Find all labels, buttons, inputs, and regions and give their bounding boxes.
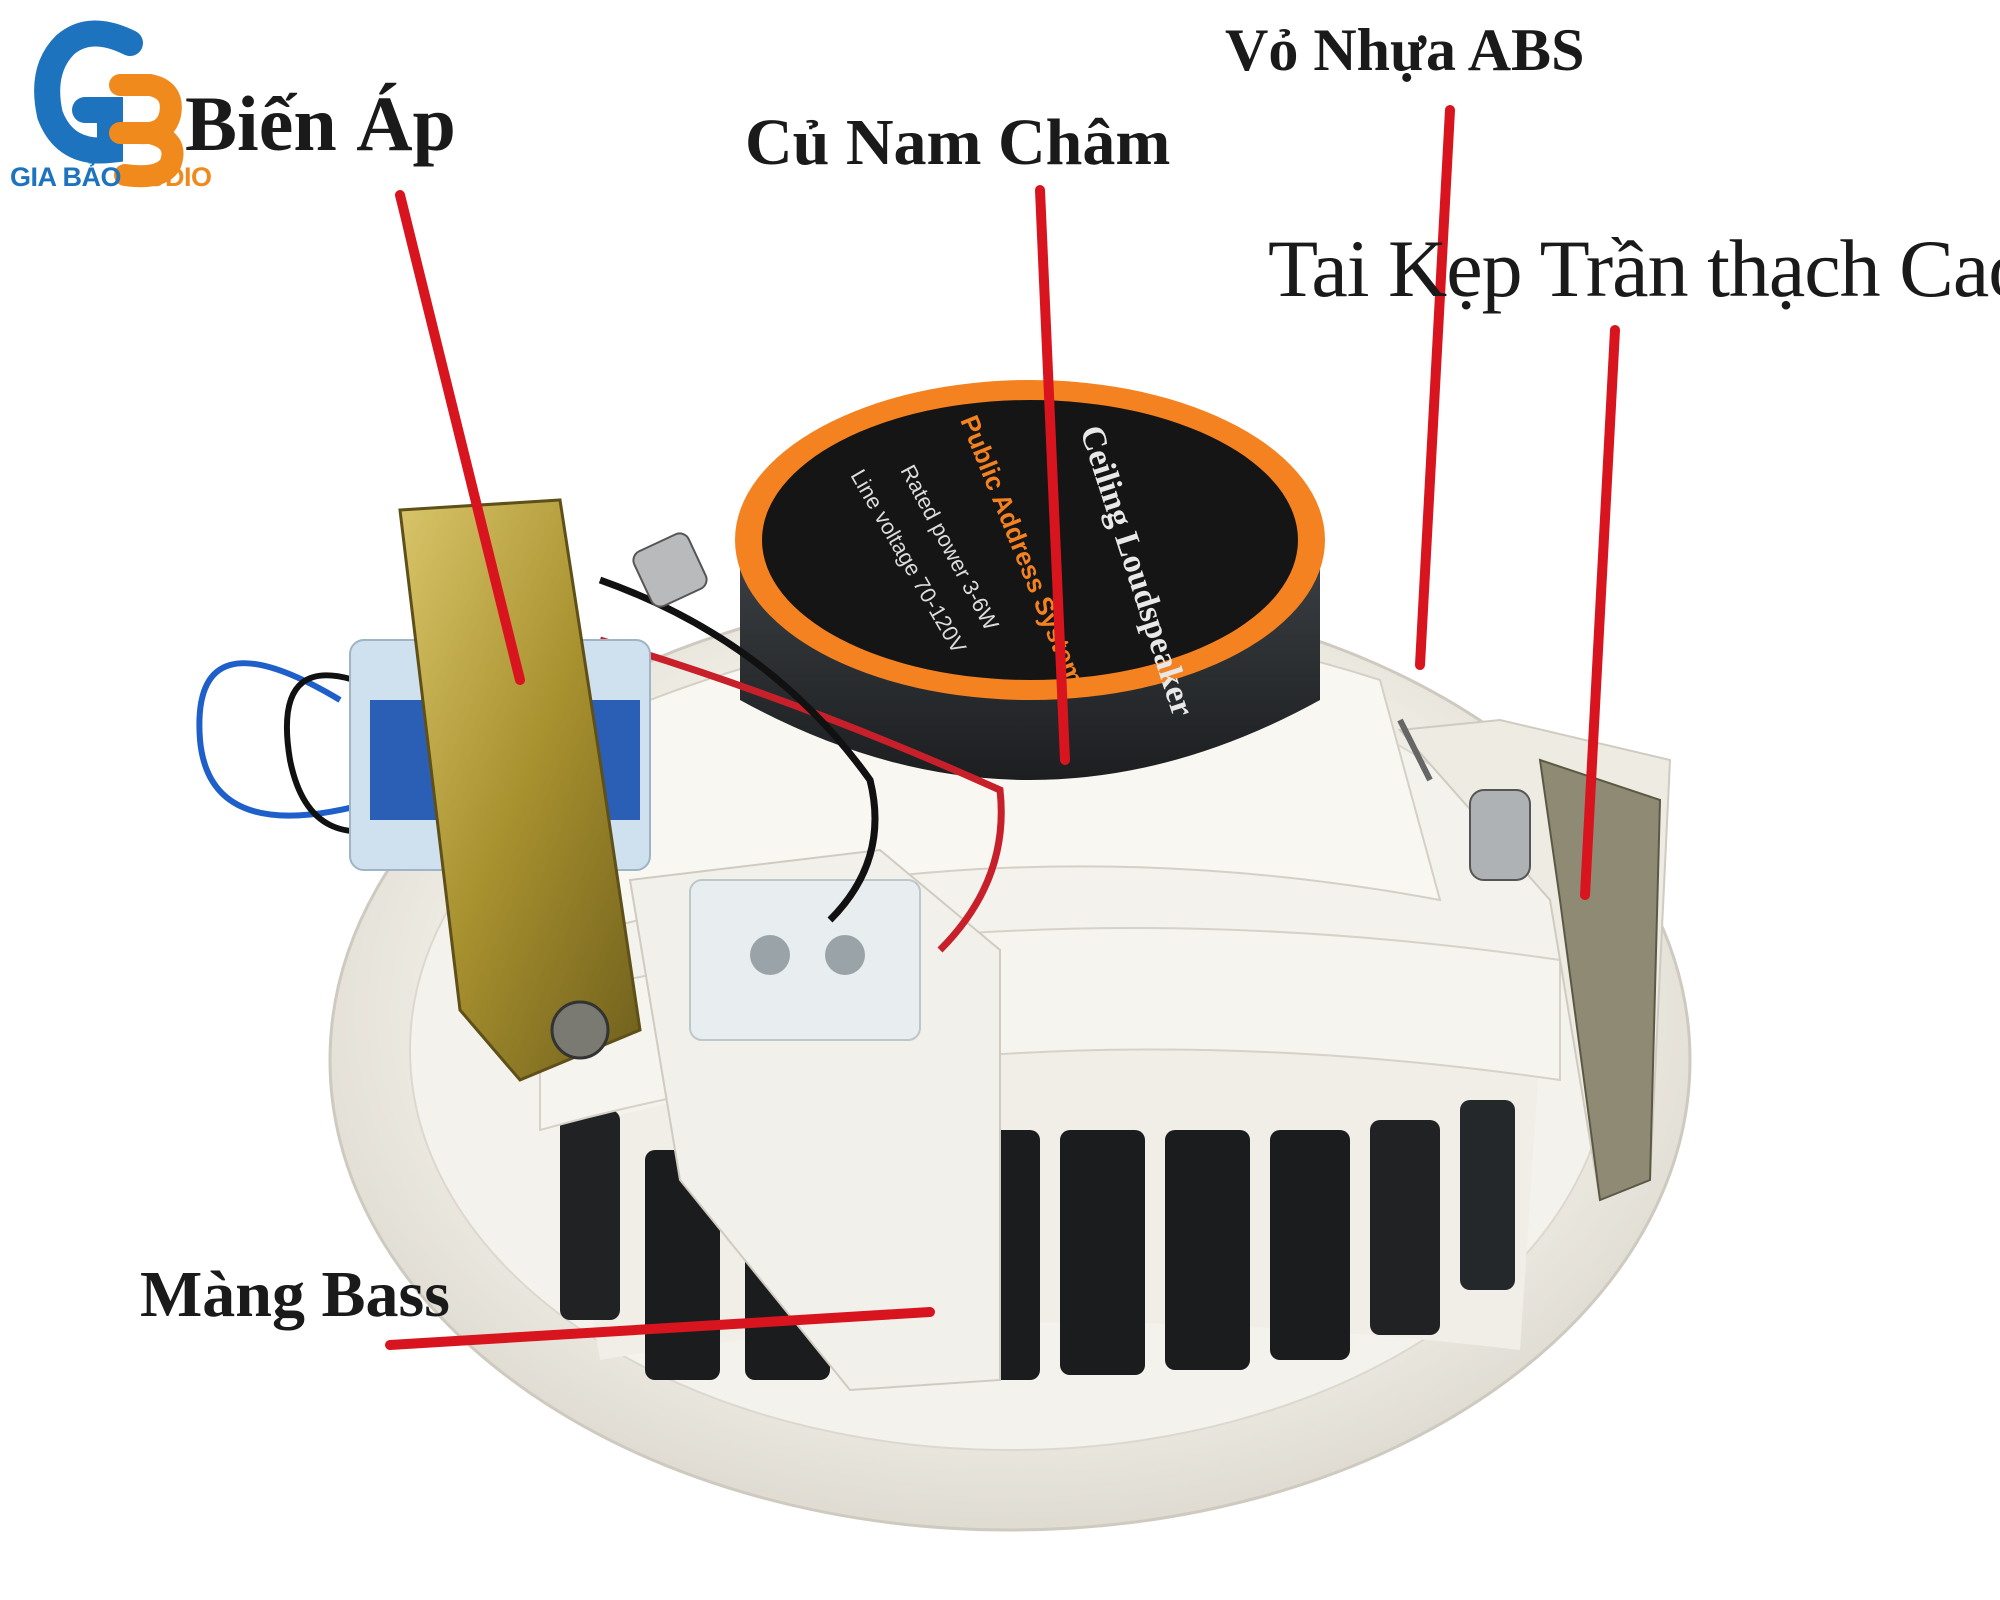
blue-coil-wire: [196, 660, 381, 819]
label-mang-bass: Màng Bass: [140, 1258, 450, 1331]
pointer-line-vo-nhua: [1415, 105, 1455, 670]
pointer-lines: [385, 105, 1620, 1350]
grille-slot: [1060, 1130, 1145, 1375]
grille-slot: [560, 1110, 620, 1320]
label-tai-kep: Tai Kẹp Trần thạch Cao: [1268, 223, 2000, 314]
pointer-line-tai-kep: [1580, 325, 1620, 900]
red-wire: [598, 636, 1005, 953]
spring: [632, 532, 708, 608]
logo-monogram: GB: [10, 15, 12, 16]
label-vo-nhua-abs: Vỏ Nhựa ABS: [1225, 17, 1585, 83]
ceiling-clip: [1397, 718, 1672, 1202]
grille-slot: [1460, 1100, 1515, 1290]
logo-brand-part1: GIA BẢO: [10, 162, 122, 192]
transformer: [349, 498, 651, 1082]
pointer-line-cu-nam-cham: [1035, 185, 1070, 765]
logo-brand-part2: AUDIO: [127, 162, 212, 192]
pointer-line-bien-ap: [395, 190, 525, 685]
label-bien-ap: Biến Áp: [185, 80, 456, 167]
magnet: Ceiling Loudspeaker Public Address Syste…: [735, 380, 1325, 780]
gia-bao-logo: GB: [10, 15, 184, 188]
pointer-line-mang-bass: [385, 1307, 935, 1350]
terminal-block: [628, 848, 1001, 1392]
logo-g-shape: [34, 20, 143, 164]
grille-slot: [1165, 1130, 1250, 1370]
label-cu-nam-cham: Củ Nam Châm: [745, 106, 1171, 179]
logo-wordmark: GIA BẢO AUDIO: [10, 162, 212, 193]
black-wire: [598, 576, 879, 923]
logo-b-shape: [109, 74, 184, 188]
grille-slot: [1270, 1130, 1350, 1360]
grille-slot: [1370, 1120, 1440, 1335]
